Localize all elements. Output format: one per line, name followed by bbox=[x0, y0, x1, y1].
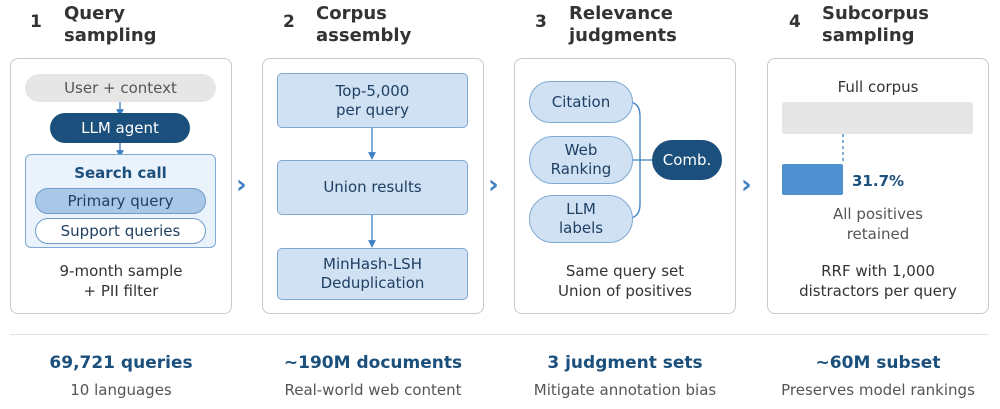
stat-queries-desc: 10 languages bbox=[70, 381, 172, 399]
stat-subset: ~60M subset bbox=[815, 353, 941, 373]
stat-judgments-desc: Mitigate annotation bias bbox=[533, 381, 717, 399]
step-2-number: 2 bbox=[283, 12, 295, 32]
step-4-number: 4 bbox=[789, 12, 801, 32]
chevron-right-icon: › bbox=[236, 170, 247, 200]
step-4-title: Subcorpus sampling bbox=[822, 3, 929, 46]
stat-subset-desc: Preserves model rankings bbox=[781, 381, 975, 399]
user-context-node: User + context bbox=[25, 74, 216, 102]
citation-node: Citation bbox=[529, 81, 633, 123]
full-corpus-label: Full corpus bbox=[837, 78, 919, 96]
comb-node: Comb. bbox=[652, 140, 722, 180]
subset-bar bbox=[782, 164, 843, 195]
step-1-title: Query sampling bbox=[64, 3, 157, 46]
chevron-right-icon: › bbox=[741, 170, 752, 200]
stat-documents: ~190M documents bbox=[283, 353, 463, 373]
llm-labels-node: LLM labels bbox=[529, 195, 633, 243]
union-results-node: Union results bbox=[277, 160, 468, 215]
step-2-title: Corpus assembly bbox=[316, 3, 412, 46]
step-1-number: 1 bbox=[30, 12, 42, 32]
divider bbox=[10, 334, 989, 335]
step-3-title: Relevance judgments bbox=[569, 3, 677, 46]
support-queries-node: Support queries bbox=[35, 218, 206, 244]
full-corpus-bar bbox=[782, 102, 973, 134]
subcorpus-caption: RRF with 1,000 distractors per query bbox=[799, 262, 957, 300]
subset-percent-label: 31.7% bbox=[852, 172, 905, 190]
stat-judgments: 3 judgment sets bbox=[547, 353, 703, 373]
step-3-number: 3 bbox=[535, 12, 547, 32]
search-call-label: Search call bbox=[74, 164, 167, 182]
llm-agent-node: LLM agent bbox=[50, 113, 190, 143]
chevron-right-icon: › bbox=[488, 170, 499, 200]
top-5000-node: Top-5,000 per query bbox=[277, 73, 468, 128]
stat-documents-desc: Real-world web content bbox=[284, 381, 462, 399]
dedup-node: MinHash-LSH Deduplication bbox=[277, 248, 468, 300]
relevance-caption: Same query set Union of positives bbox=[558, 262, 692, 300]
positives-retained-label: All positives retained bbox=[832, 205, 923, 243]
stat-queries: 69,721 queries bbox=[49, 353, 193, 373]
primary-query-node: Primary query bbox=[35, 188, 206, 214]
query-sampling-caption: 9-month sample + PII filter bbox=[59, 262, 183, 300]
web-ranking-node: Web Ranking bbox=[529, 136, 633, 184]
